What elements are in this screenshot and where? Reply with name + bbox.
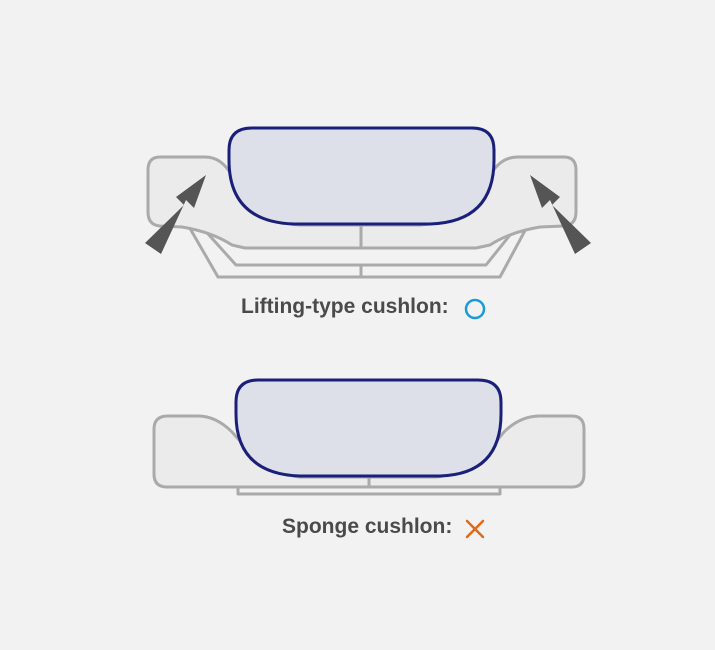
sponge-base-plate xyxy=(236,487,502,496)
sponge-object xyxy=(234,378,503,478)
sponge-cushion-caption: Sponge cushlon: xyxy=(282,515,453,538)
lifting-object xyxy=(227,126,496,226)
arrow-icon xyxy=(145,175,206,254)
lifting-cushion-group xyxy=(145,126,591,279)
circle-icon xyxy=(464,298,486,320)
left-lift-arrow xyxy=(145,175,206,254)
arrow-icon xyxy=(530,175,591,254)
lifting-base-frame xyxy=(186,224,530,279)
right-lift-arrow xyxy=(530,175,591,254)
sponge-cushion-group xyxy=(152,378,586,496)
cross-icon xyxy=(465,519,485,539)
lifting-cushion-caption: Lifting-type cushlon: xyxy=(241,295,449,318)
